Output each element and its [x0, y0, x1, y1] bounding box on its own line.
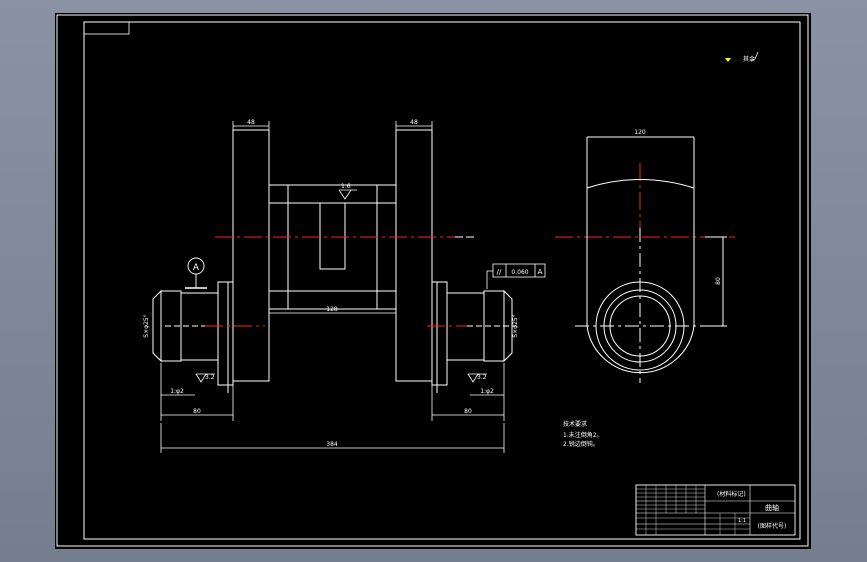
pin-neck	[319, 202, 346, 270]
title-block-part-name: 曲轴	[765, 503, 779, 512]
roughness-note: 其余	[725, 51, 759, 63]
dim-side-height: 80	[715, 277, 722, 285]
drawing-canvas[interactable]: 其余	[55, 13, 811, 549]
dimension-texts: 48 48 120 128 80 80 384 80 S×φ25° S×φ25°…	[143, 119, 722, 448]
finish-top-value: 1.6	[341, 183, 351, 190]
title-block-scale: 1:1	[738, 518, 746, 524]
finish-symbol-top	[338, 189, 357, 200]
side-view	[586, 136, 727, 374]
finish-symbol-left	[195, 373, 215, 383]
front-view	[152, 129, 513, 393]
thread-left: S×φ25°	[143, 314, 150, 337]
dim-bottom-right: 80	[464, 408, 472, 415]
notes-title: 技术要求	[563, 420, 587, 428]
finish-left-value: 3.2	[205, 374, 215, 381]
right-crank-web	[395, 129, 433, 382]
mid-bore	[603, 289, 677, 363]
title-block: (材料标记) 曲轴 (图样代号) 1:1	[635, 484, 796, 536]
tolerance-symbol: //	[497, 268, 502, 276]
dim-right-hub: 48	[410, 119, 418, 126]
tolerance-value: 0.060	[511, 269, 528, 276]
crank-pin	[268, 184, 397, 310]
dim-bottom-left: 80	[193, 408, 201, 415]
corner-note-text: 其余	[743, 55, 755, 63]
outer-border	[56, 14, 809, 547]
left-crank-web	[232, 129, 270, 382]
roughness-check-icon	[750, 51, 759, 62]
notes-line1: 1.未注倒角2。	[563, 431, 603, 439]
thread-right: S×φ25°	[512, 314, 519, 337]
inner-bore	[609, 295, 671, 357]
geometric-tolerance-frame: // 0.060 A	[486, 263, 546, 289]
technical-drawing: 其余	[56, 14, 809, 547]
taper-left: 1:φ2	[170, 388, 184, 395]
callouts: A 1.6 3.2 3.2 // 0.060 A	[185, 183, 546, 383]
tolerance-datum: A	[538, 268, 543, 276]
notes-line2: 2.锐边倒钝。	[563, 440, 599, 448]
title-block-drawing-no: (图样代号)	[758, 522, 787, 530]
dimension-lines	[160, 121, 505, 453]
outer-bore	[595, 281, 685, 371]
right-journal-flange	[431, 281, 448, 386]
finish-right-value: 3.2	[477, 374, 487, 381]
technical-notes: 技术要求 1.未注倒角2。 2.锐边倒钝。	[563, 420, 603, 448]
dim-side-width: 120	[634, 129, 646, 136]
corner-code-box	[83, 21, 130, 35]
dim-center-span: 128	[326, 306, 338, 313]
side-profile	[586, 179, 695, 374]
finish-symbol-right	[467, 373, 487, 383]
datum-label: A	[193, 263, 200, 273]
dim-overall: 384	[326, 441, 338, 448]
taper-right: 1:φ2	[480, 388, 494, 395]
dim-left-hub: 48	[247, 119, 255, 126]
centerlines	[205, 163, 735, 327]
centerline-extensions	[165, 228, 715, 383]
inner-frame	[83, 21, 801, 540]
title-block-header: (材料标记)	[717, 490, 746, 498]
left-journal-flange	[217, 281, 234, 386]
accent-marker	[725, 58, 731, 62]
